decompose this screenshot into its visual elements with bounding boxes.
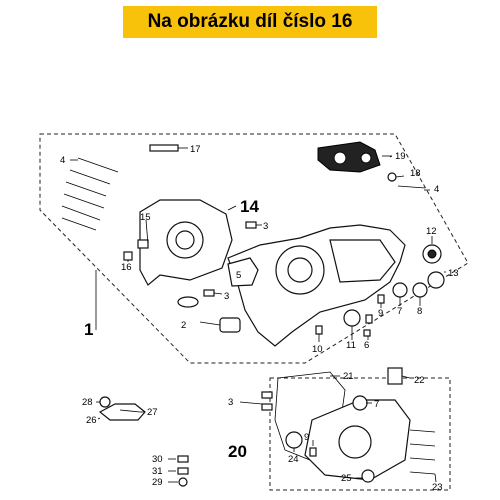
label-15: 15 <box>140 212 151 223</box>
label-27: 27 <box>147 407 158 418</box>
label-2: 2 <box>181 320 186 331</box>
label-11: 11 <box>346 340 356 351</box>
label-28: 28 <box>82 397 93 408</box>
label-29: 29 <box>152 477 163 488</box>
label-3-b: 3 <box>224 291 229 302</box>
screw-3-a <box>245 221 257 229</box>
plug-6 <box>363 329 371 337</box>
label-26: 26 <box>86 415 97 426</box>
label-20: 20 <box>228 442 247 461</box>
cover-19 <box>317 141 381 173</box>
label-9-b: 9 <box>304 432 309 443</box>
bracket-plate <box>227 257 259 287</box>
part-29 <box>178 477 188 487</box>
part-15 <box>137 239 149 249</box>
bearing-11 <box>343 309 361 327</box>
label-21: 21 <box>343 371 354 382</box>
label-13: 13 <box>448 268 459 279</box>
cap-22 <box>387 367 403 385</box>
part-number-banner: Na obrázku díl číslo 16 <box>123 6 377 38</box>
label-7-b: 7 <box>374 399 379 410</box>
cover-20 <box>304 399 411 481</box>
label-7-a: 7 <box>397 306 402 317</box>
label-31: 31 <box>152 466 163 477</box>
bolt-27 <box>119 409 141 413</box>
label-23: 23 <box>432 482 443 493</box>
label-6: 6 <box>364 340 369 351</box>
label-25: 25 <box>341 473 352 484</box>
pipe-26 <box>98 403 146 421</box>
label-5: 5 <box>236 270 241 281</box>
bolt-4-right <box>397 185 426 189</box>
label-22: 22 <box>414 375 425 386</box>
label-30: 30 <box>152 454 163 465</box>
screw-3-b <box>203 289 215 297</box>
leader-lines <box>70 147 446 483</box>
seal-24 <box>285 431 303 449</box>
plug-10 <box>315 325 323 335</box>
label-10: 10 <box>312 344 323 355</box>
label-3-a: 3 <box>263 221 268 232</box>
label-9-a: 9 <box>378 308 383 319</box>
pin-9 <box>377 294 385 304</box>
label-19: 19 <box>395 151 406 162</box>
label-4-a: 4 <box>60 155 65 166</box>
label-3-c: 3 <box>228 397 233 408</box>
label-4-b: 4 <box>434 184 439 195</box>
bolt-set-4 <box>61 157 119 231</box>
label-8: 8 <box>417 306 422 317</box>
crankcase-half-1 <box>227 224 406 347</box>
bolt-set-23 <box>409 429 436 475</box>
engine-mount-2 <box>177 296 241 333</box>
seal-13 <box>427 271 445 289</box>
bearing-12 <box>422 244 442 264</box>
label-12: 12 <box>426 226 437 237</box>
part-25 <box>361 469 375 483</box>
label-14: 14 <box>240 197 259 216</box>
assembly-frame-main <box>39 133 469 364</box>
seal-8 <box>412 282 428 298</box>
washer-28 <box>99 396 111 408</box>
washer-18 <box>387 172 397 182</box>
seal-7-lower <box>352 395 368 411</box>
pin-5 <box>365 314 373 324</box>
label-18: 18 <box>410 168 421 179</box>
label-16: 16 <box>121 262 132 273</box>
part-16 <box>123 251 133 261</box>
label-1: 1 <box>84 320 93 339</box>
seal-7 <box>392 282 408 298</box>
label-24: 24 <box>288 454 299 465</box>
inner-cover-14 <box>139 199 233 286</box>
label-17: 17 <box>190 144 201 155</box>
part-31 <box>177 467 189 475</box>
banner-text: Na obrázku díl číslo 16 <box>147 11 353 32</box>
bolt-17 <box>149 144 179 152</box>
screws-3-lower <box>261 391 273 411</box>
part-30 <box>177 455 189 463</box>
pin-9-lower <box>309 447 317 457</box>
